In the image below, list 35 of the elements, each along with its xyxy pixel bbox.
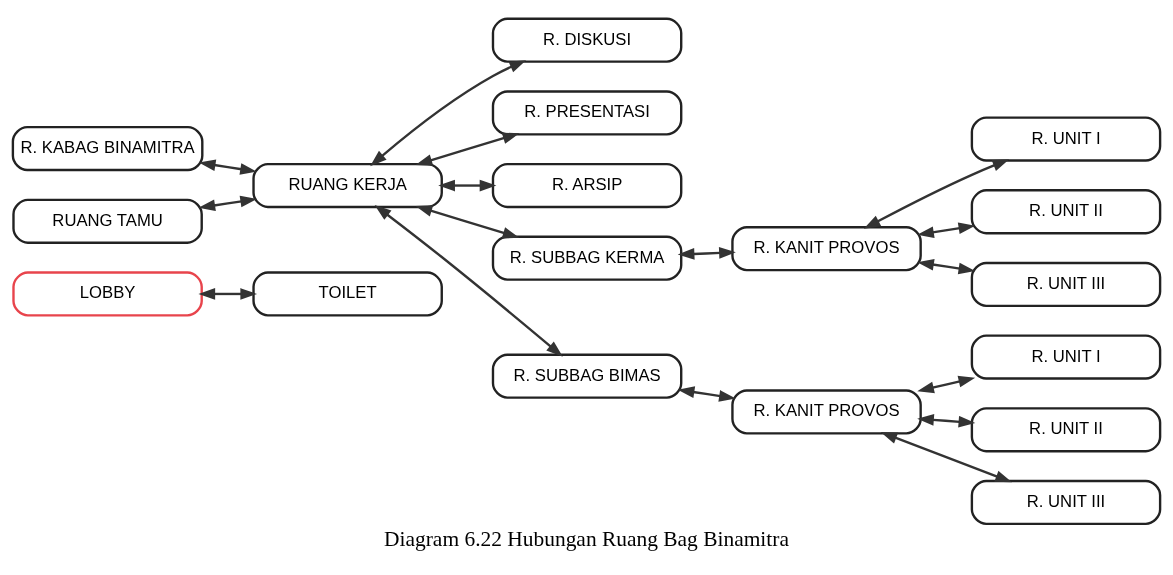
node-box: R. SUBBAG KERMA xyxy=(491,235,683,281)
node-box: R. UNIT II xyxy=(970,406,1162,452)
node-box: RUANG KERJA xyxy=(252,162,443,208)
node-box: R. DISKUSI xyxy=(491,17,683,63)
arrow xyxy=(677,385,736,402)
node-box: R. UNIT II xyxy=(970,188,1162,234)
arrow xyxy=(370,59,527,166)
caption: Diagram 6.22 Hubungan Ruang Bag Binamitra xyxy=(384,526,789,551)
arrow xyxy=(917,413,976,428)
node-box: LOBBY xyxy=(12,270,203,317)
arrow xyxy=(415,204,520,238)
arrow xyxy=(198,195,258,211)
node-box: R. KANIT PROVOS xyxy=(731,225,922,271)
arrow xyxy=(198,158,257,175)
arrow xyxy=(917,375,976,393)
node-box: R. ARSIP xyxy=(491,162,683,208)
arrow xyxy=(677,246,736,260)
node-box: RUANG TAMU xyxy=(12,198,203,244)
arrow xyxy=(917,222,976,238)
node-box: R. KANIT PROVOS xyxy=(731,388,922,435)
arrow xyxy=(917,258,976,274)
node-box: R. KABAG BINAMITRA xyxy=(11,125,204,171)
node-box: R. SUBBAG BIMAS xyxy=(491,353,683,399)
node-box: R. UNIT I xyxy=(970,333,1162,380)
node-box: R. UNIT III xyxy=(970,479,1162,525)
node-box: R. UNIT I xyxy=(970,115,1162,162)
arrow xyxy=(863,158,1010,229)
arrow xyxy=(198,287,258,300)
node-box: TOILET xyxy=(252,270,443,317)
node-box: R. PRESENTASI xyxy=(491,89,683,135)
arrow xyxy=(438,179,497,191)
arrow xyxy=(415,132,520,166)
arrow xyxy=(374,204,563,357)
arrow xyxy=(880,431,1012,482)
node-box: R. UNIT III xyxy=(970,261,1162,307)
